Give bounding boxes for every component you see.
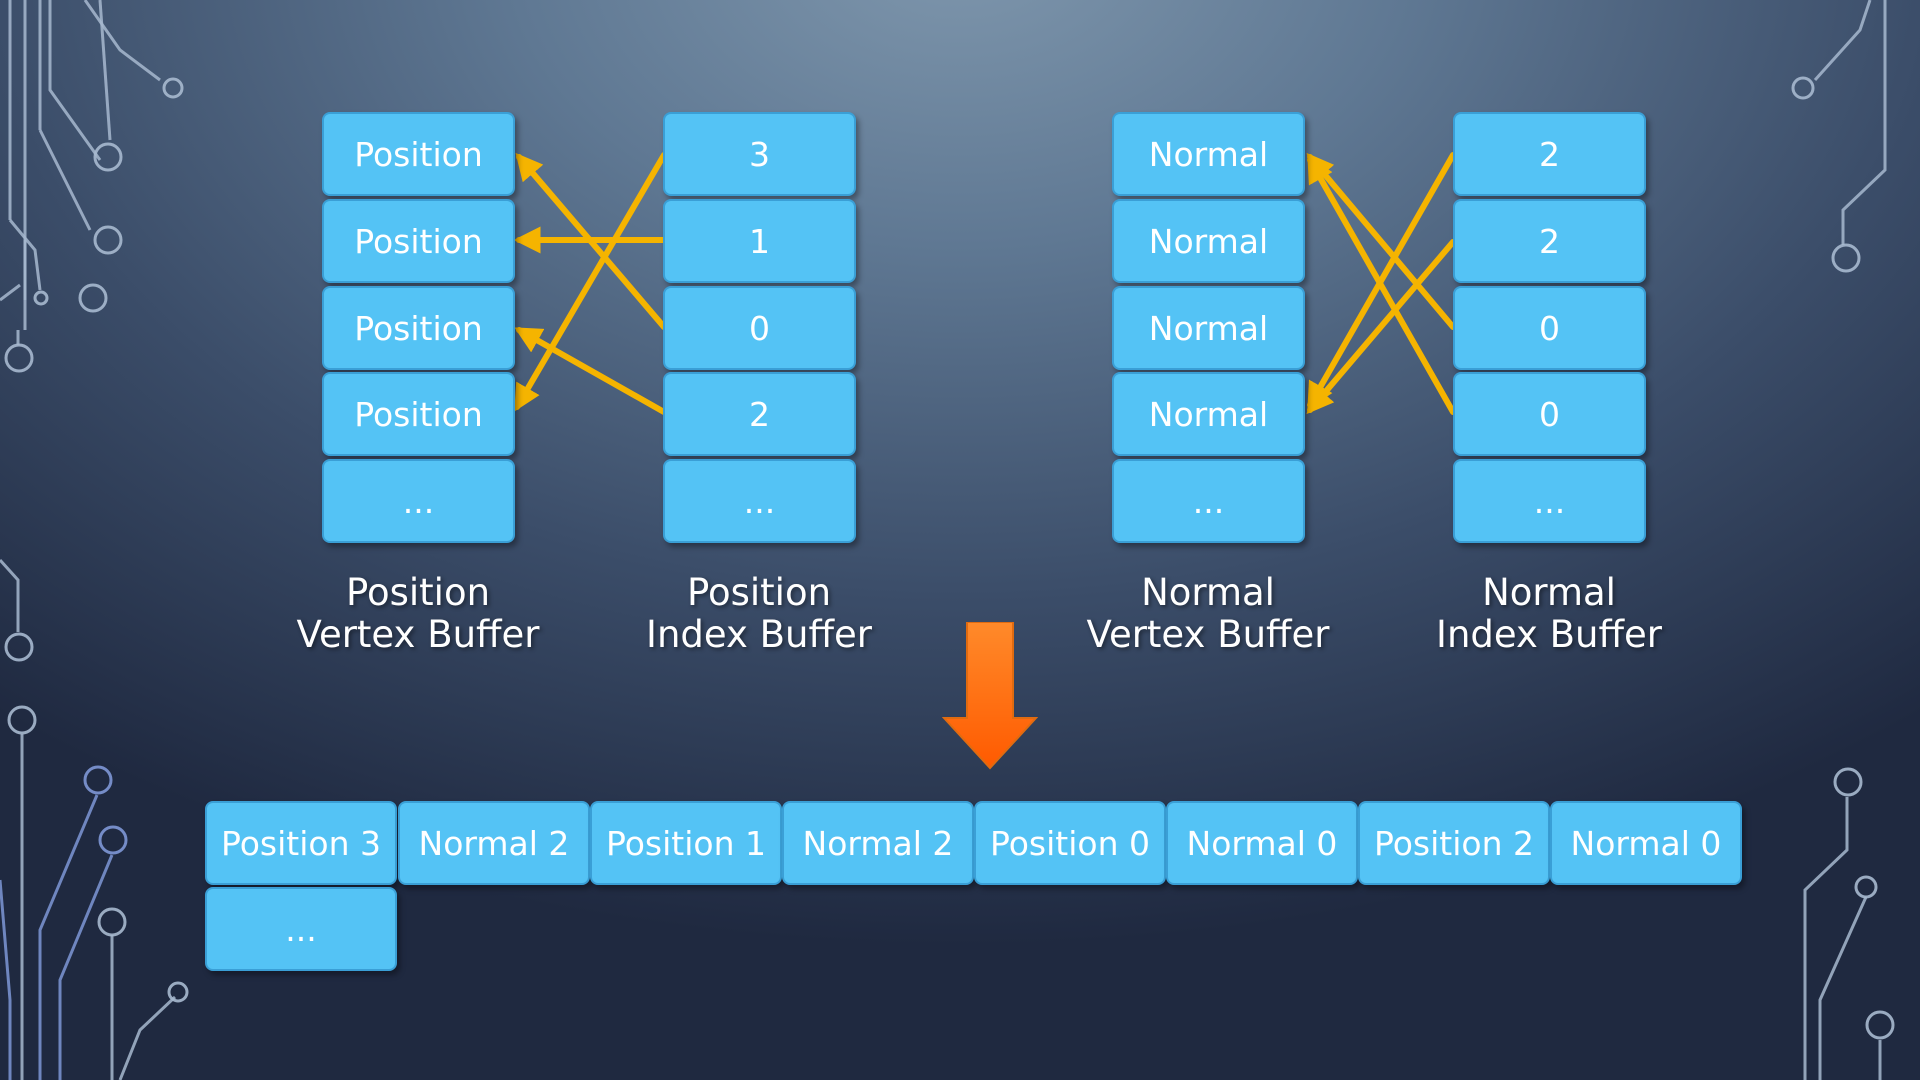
interleaved-cell: Normal 2 (782, 801, 974, 885)
position-index-buffer-label: Position Index Buffer (646, 571, 872, 656)
normal-index-buffer-label: Normal Index Buffer (1436, 571, 1662, 656)
interleaved-cell: Normal 2 (398, 801, 590, 885)
normal-vertex-cell: Normal (1112, 112, 1305, 196)
normal-vertex-cell: Normal (1112, 199, 1305, 283)
position-vertex-buffer-label: Position Vertex Buffer (296, 571, 540, 656)
arrow-pos-index-0 (515, 152, 667, 330)
normal-vertex-buffer-label: Normal Vertex Buffer (1086, 571, 1330, 656)
interleaved-cell: Position 1 (590, 801, 782, 885)
interleaved-cell: Position 2 (1358, 801, 1550, 885)
normal-vertex-cell: Normal (1112, 286, 1305, 370)
position-index-cell: 0 (663, 286, 856, 370)
arrow-norm-index-0b (1307, 155, 1456, 415)
position-index-cell-ellipsis: ... (663, 459, 856, 543)
normal-index-cell: 0 (1453, 286, 1646, 370)
position-index-cell: 1 (663, 199, 856, 283)
normal-vertex-cell: Normal (1112, 372, 1305, 456)
interleaved-cell: Normal 0 (1166, 801, 1358, 885)
normal-index-cell: 2 (1453, 112, 1646, 196)
arrow-norm-index-0a (1306, 152, 1456, 330)
arrow-norm-index-2b (1306, 239, 1456, 415)
normal-vertex-cell-ellipsis: ... (1112, 459, 1305, 543)
interleaved-cell: Normal 0 (1550, 801, 1742, 885)
interleaved-cell: Position 3 (205, 801, 397, 885)
position-vertex-cell: Position (322, 372, 515, 456)
interleaved-cell: Position 0 (974, 801, 1166, 885)
arrow-pos-index-2 (514, 327, 667, 415)
position-vertex-cell: Position (322, 199, 515, 283)
interleaved-cell-ellipsis: ... (205, 887, 397, 971)
arrow-pos-index-3 (514, 152, 667, 412)
normal-index-cell: 2 (1453, 199, 1646, 283)
position-vertex-cell-ellipsis: ... (322, 459, 515, 543)
position-index-cell: 3 (663, 112, 856, 196)
position-vertex-cell: Position (322, 112, 515, 196)
down-arrow-icon (942, 622, 1038, 770)
position-index-cell: 2 (663, 372, 856, 456)
position-vertex-cell: Position (322, 286, 515, 370)
normal-index-cell: 0 (1453, 372, 1646, 456)
normal-index-cell-ellipsis: ... (1453, 459, 1646, 543)
